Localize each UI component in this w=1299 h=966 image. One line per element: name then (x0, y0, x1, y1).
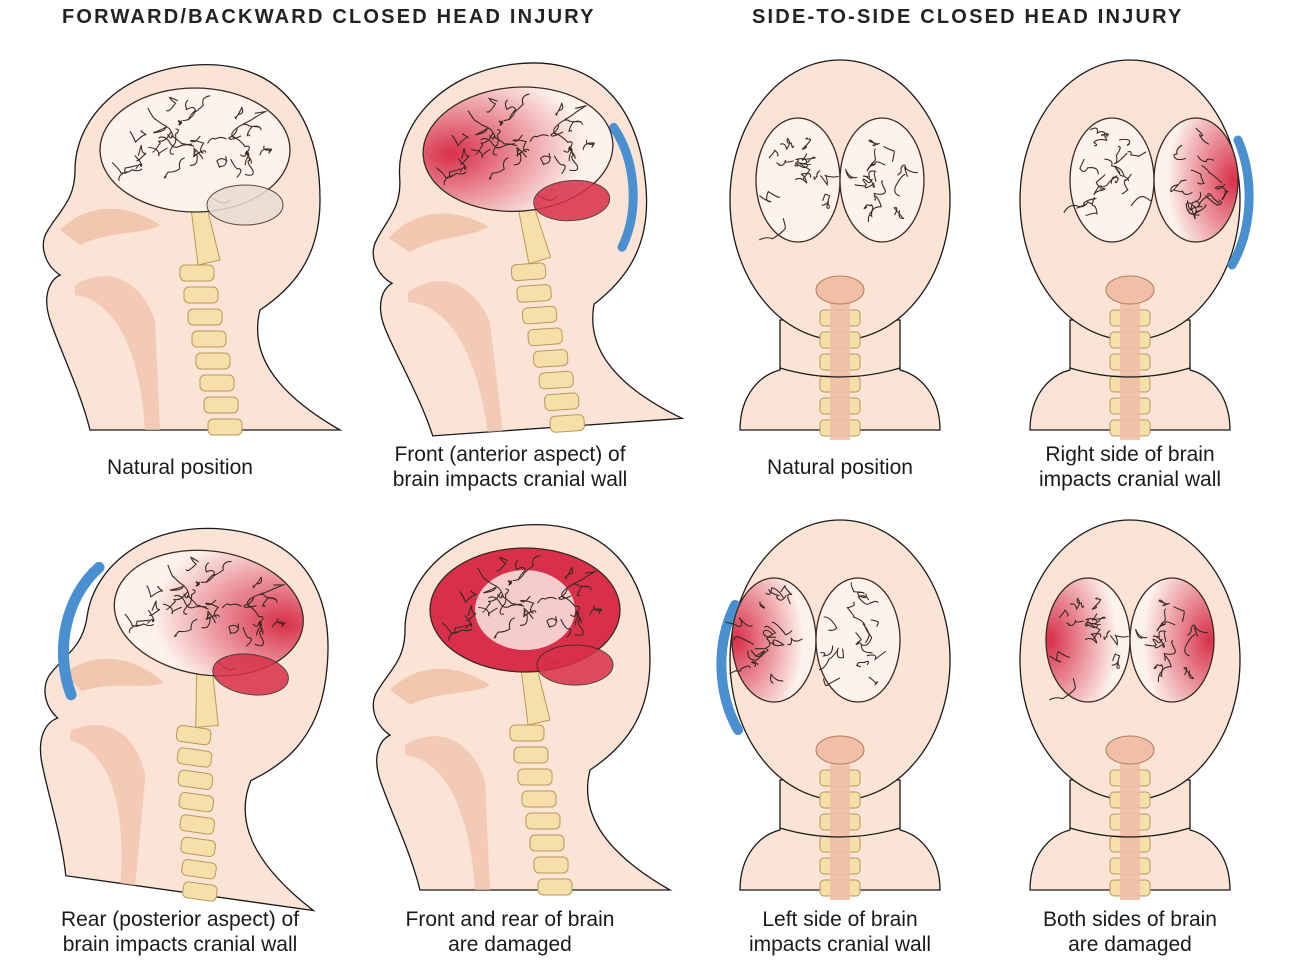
caption-line-2: brain impacts cranial wall (20, 932, 340, 957)
panel-back-right-impact: Right side of brain impacts cranial wall (970, 50, 1290, 470)
caption-side-front-impact: Front (anterior aspect) of brain impacts… (350, 442, 670, 492)
caption-side-rear-impact: Rear (posterior aspect) of brain impacts… (20, 907, 340, 957)
caption-line-1: Natural position (20, 455, 340, 480)
panel-side-rear-impact: Rear (posterior aspect) of brain impacts… (20, 510, 340, 930)
head-side-illustration (20, 510, 340, 910)
caption-line-2: impacts cranial wall (970, 467, 1290, 492)
panel-back-left-impact: Left side of brain impacts cranial wall (680, 510, 1000, 930)
caption-line-1: Right side of brain (970, 442, 1290, 467)
caption-back-right-impact: Right side of brain impacts cranial wall (970, 442, 1290, 492)
caption-line-2: are damaged (350, 932, 670, 957)
caption-line-2: impacts cranial wall (680, 932, 1000, 957)
panel-side-both-damaged: Front and rear of brain are damaged (350, 510, 670, 930)
caption-back-both-damaged: Both sides of brain are damaged (970, 907, 1290, 957)
panel-back-natural: Natural position (680, 50, 1000, 470)
head-back-illustration (970, 50, 1290, 450)
caption-line-2: are damaged (970, 932, 1290, 957)
head-side-illustration (20, 50, 340, 450)
caption-line-1: Left side of brain (680, 907, 1000, 932)
panel-side-front-impact: Front (anterior aspect) of brain impacts… (350, 50, 670, 470)
caption-back-natural: Natural position (680, 455, 1000, 480)
title-forward-backward: FORWARD/BACKWARD CLOSED HEAD INJURY (62, 6, 596, 29)
panel-back-both-damaged: Both sides of brain are damaged (970, 510, 1290, 930)
head-back-illustration (680, 510, 1000, 910)
caption-line-2: brain impacts cranial wall (350, 467, 670, 492)
caption-line-1: Rear (posterior aspect) of (20, 907, 340, 932)
panel-side-natural: Natural position (20, 50, 340, 470)
head-back-illustration (970, 510, 1290, 910)
caption-line-1: Natural position (680, 455, 1000, 480)
caption-line-1: Front and rear of brain (350, 907, 670, 932)
caption-back-left-impact: Left side of brain impacts cranial wall (680, 907, 1000, 957)
title-side-to-side: SIDE-TO-SIDE CLOSED HEAD INJURY (752, 6, 1184, 29)
caption-side-both-damaged: Front and rear of brain are damaged (350, 907, 670, 957)
head-back-illustration (680, 50, 1000, 450)
caption-line-1: Both sides of brain (970, 907, 1290, 932)
head-side-illustration (350, 510, 670, 910)
head-side-illustration (350, 50, 670, 450)
caption-line-1: Front (anterior aspect) of (350, 442, 670, 467)
caption-side-natural: Natural position (20, 455, 340, 480)
